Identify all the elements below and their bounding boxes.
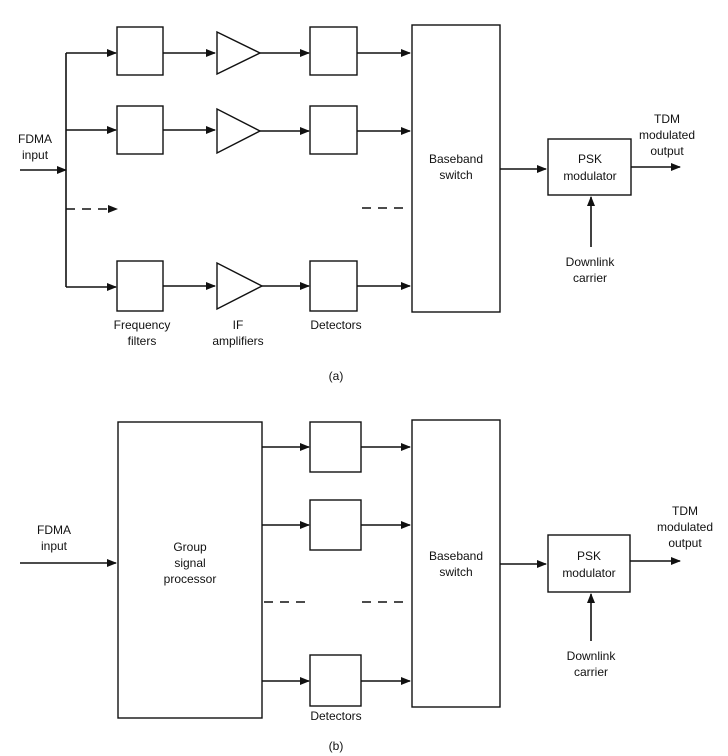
downlink-carrier-label-a1: Downlink [566, 255, 616, 269]
psk-modulator-label-a2: modulator [563, 169, 616, 183]
frequency-filter-2 [116, 105, 164, 155]
detector-1 [309, 26, 358, 76]
detectors-label-a: Detectors [310, 318, 361, 332]
detector-b-n [309, 654, 362, 707]
frequency-filters-label-2: filters [128, 334, 157, 348]
psk-modulator-a [547, 138, 632, 196]
fdma-input-label-a2: input [22, 148, 49, 162]
baseband-switch-b [411, 419, 501, 708]
fdma-input-label-b1: FDMA [37, 523, 71, 537]
caption-a: (a) [329, 369, 344, 383]
processor-label-3: processor [164, 572, 217, 586]
processor-label-2: signal [174, 556, 205, 570]
baseband-switch-label-b2: switch [439, 565, 472, 579]
diagram-b: FDMA input Group signal processor Baseba… [20, 419, 713, 753]
diagram-a: FDMA input Baseband [18, 24, 695, 383]
downlink-carrier-label-a2: carrier [573, 271, 607, 285]
if-amplifiers-label-1: IF [233, 318, 244, 332]
psk-modulator-b [547, 534, 631, 593]
psk-modulator-label-b2: modulator [562, 566, 615, 580]
frequency-filter-1 [116, 26, 164, 76]
frequency-filters-label-1: Frequency [114, 318, 171, 332]
if-amplifier-1 [216, 30, 262, 76]
dashed-arrowhead-a [108, 205, 118, 213]
baseband-switch-label-b1: Baseband [429, 549, 483, 563]
caption-b: (b) [329, 739, 344, 753]
tdm-output-label-a2: modulated [639, 128, 695, 142]
tdm-output-label-b2: modulated [657, 520, 713, 534]
if-amplifier-n [216, 261, 264, 311]
downlink-carrier-label-b1: Downlink [567, 649, 617, 663]
psk-modulator-label-a1: PSK [578, 152, 602, 166]
psk-modulator-label-b1: PSK [577, 549, 601, 563]
tdm-output-label-b1: TDM [672, 504, 698, 518]
group-signal-processor [117, 421, 263, 719]
baseband-switch-label-a2: switch [439, 168, 472, 182]
detectors-label-b: Detectors [310, 709, 361, 723]
tdm-output-label-b3: output [668, 536, 702, 550]
baseband-switch-a [411, 24, 501, 313]
detector-n [309, 260, 358, 312]
baseband-switch-label-a1: Baseband [429, 152, 483, 166]
if-amplifiers-label-2: amplifiers [212, 334, 263, 348]
detector-b-2 [309, 499, 362, 551]
downlink-carrier-label-b2: carrier [574, 665, 608, 679]
fdma-input-label-a1: FDMA [18, 132, 52, 146]
detector-b-1 [309, 421, 362, 473]
fdma-input-label-b2: input [41, 539, 68, 553]
processor-label-1: Group [173, 540, 207, 554]
frequency-filter-n [116, 260, 164, 312]
detector-2 [309, 105, 358, 155]
if-amplifier-2 [216, 107, 262, 155]
tdm-output-label-a3: output [650, 144, 684, 158]
tdm-output-label-a1: TDM [654, 112, 680, 126]
